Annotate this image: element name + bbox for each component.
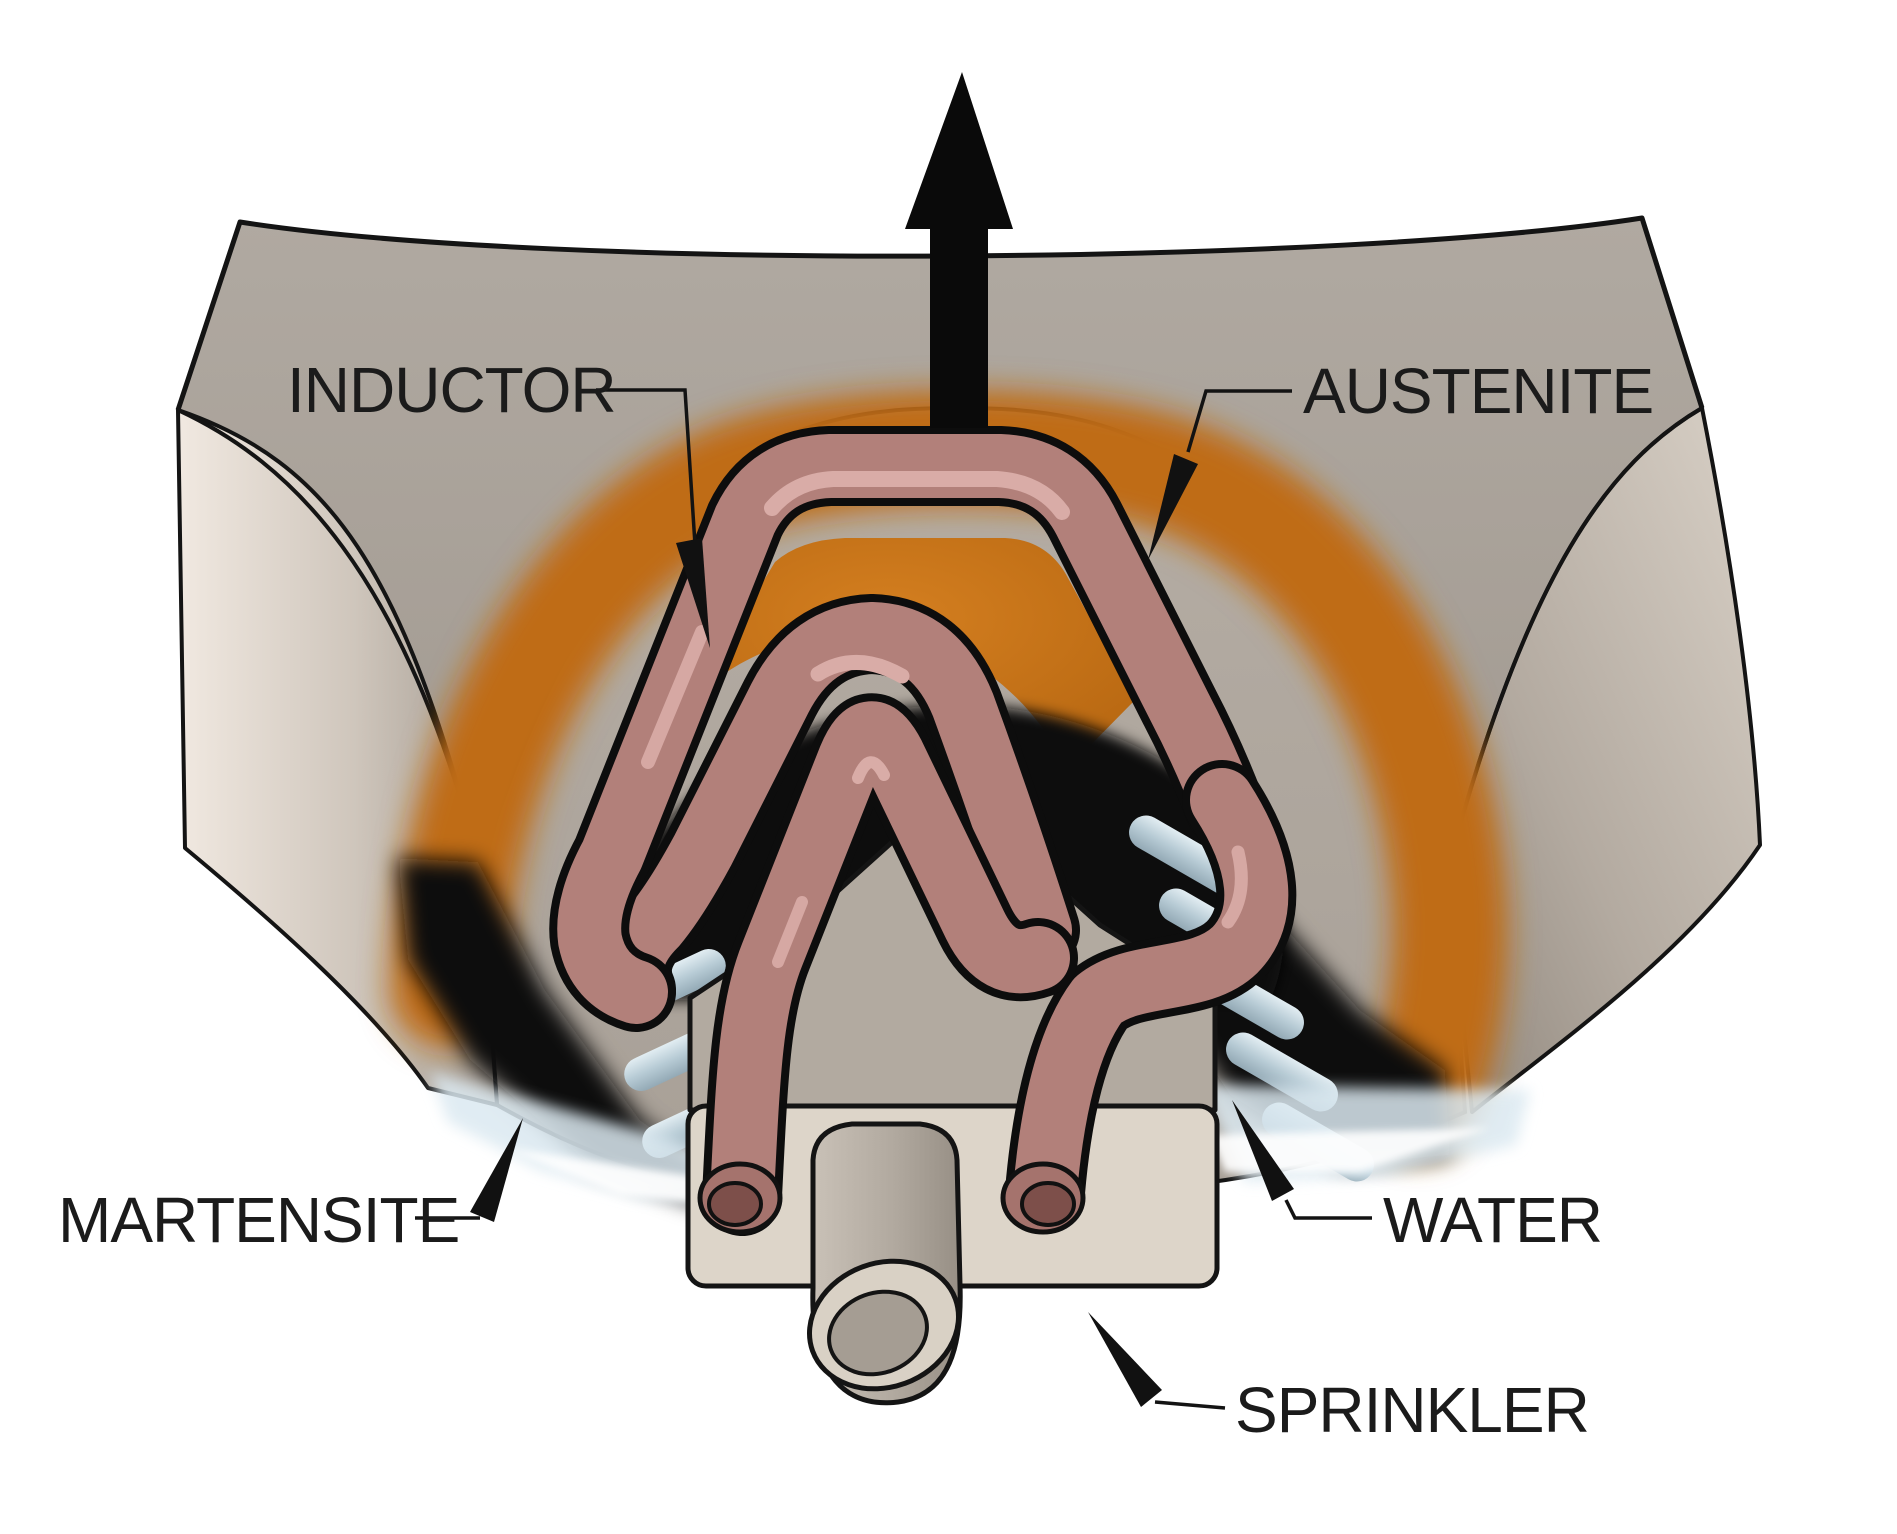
arrowhead-austenite [1148,454,1198,560]
workpiece-top-face [178,218,1702,868]
up-arrow-icon [905,72,1013,428]
label-inductor: INDUCTOR [287,354,616,426]
arrowhead-martensite [470,1118,523,1222]
label-water: WATER [1383,1184,1602,1256]
coil-front-hairpin [702,693,1078,1236]
martensite-left-band [398,858,720,1205]
inductor-coil [549,426,1297,1236]
callout-arrowheads [470,454,1294,1407]
sprinkler-nozzle-bore [827,1289,929,1377]
leader-sprinkler [1154,1400,1226,1410]
workpiece-rim-right [1446,406,1704,869]
leader-water [1284,1199,1372,1220]
coil-right-bend-and-lead [1005,760,1297,1232]
coil-outer-arch [549,426,1265,1032]
coil-tube-ends [697,1161,1086,1235]
arrowhead-sprinkler [1088,1312,1162,1407]
coil-inner-arch [591,594,1080,1030]
austenite-inner-plateau [688,538,1135,768]
label-austenite: AUSTENITE [1303,355,1653,427]
austenite-band [390,390,1508,1158]
callouts [415,388,1372,1410]
arrowhead-inductor [676,538,710,648]
leader-inductor [596,388,698,561]
leader-austenite [1186,389,1292,453]
arrowhead-water [1232,1100,1294,1201]
austenite-zone [390,390,1508,1158]
label-martensite: MARTENSITE [58,1184,459,1256]
water-spray-fans [430,1072,1530,1204]
label-sprinkler: SPRINKLER [1235,1374,1589,1446]
